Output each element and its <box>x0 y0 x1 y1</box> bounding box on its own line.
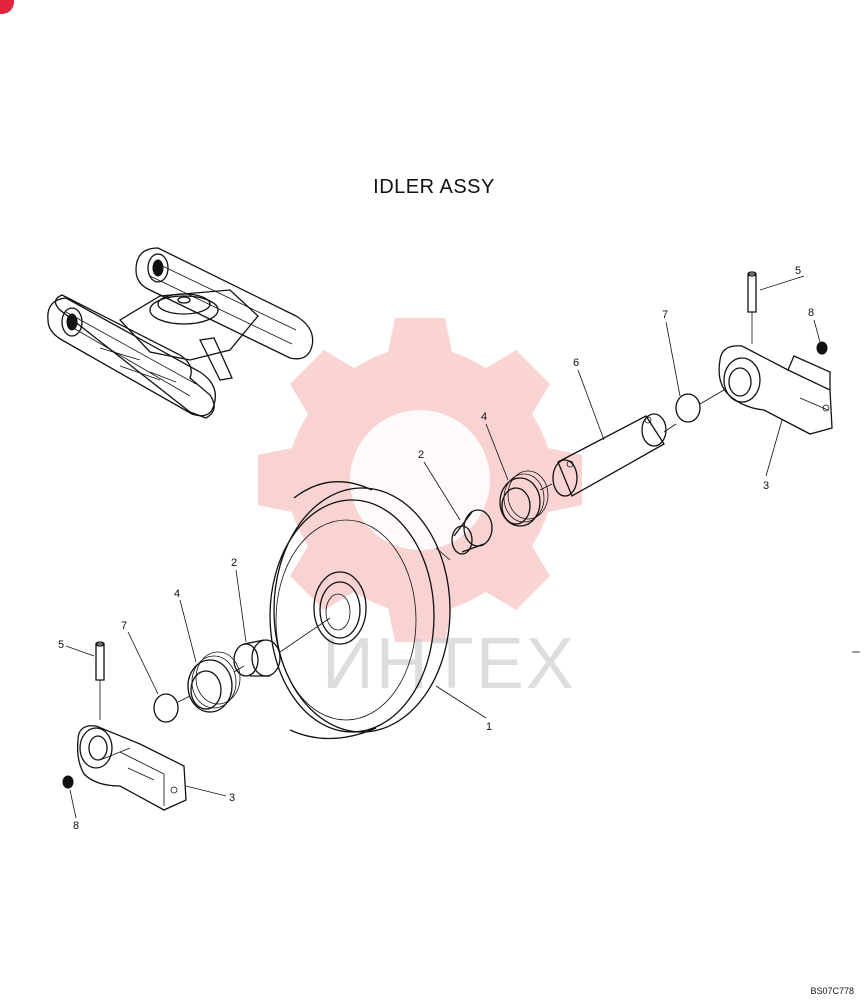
callout-7-left: 7 <box>121 620 127 632</box>
callout-2-left: 2 <box>231 557 237 569</box>
callout-4-left: 4 <box>174 588 180 600</box>
bushing-part-2-right <box>451 509 493 555</box>
callout-3-left: 3 <box>229 792 235 804</box>
support-bracket-part-3-right <box>718 345 833 435</box>
shaft-part-6 <box>552 413 667 497</box>
plug-part-8-left <box>62 775 74 789</box>
callout-5-left: 5 <box>58 639 64 651</box>
callout-6: 6 <box>573 357 579 369</box>
idler-wheel-part-1 <box>269 481 451 740</box>
watermark-text: ИНТЕХ <box>322 624 576 704</box>
callout-labels: 5 8 7 6 4 2 3 1 2 4 7 5 3 8 <box>58 265 814 832</box>
o-ring-part-7-right <box>675 393 701 423</box>
pin-part-5-left <box>95 641 105 681</box>
callout-2-right: 2 <box>418 449 424 461</box>
callout-7-right: 7 <box>662 309 668 321</box>
callout-3-right: 3 <box>763 480 769 492</box>
callout-5-right: 5 <box>795 265 801 277</box>
plug-part-8-right <box>816 341 828 355</box>
diagram-title: IDLER ASSY <box>373 176 495 198</box>
support-bracket-part-3-left <box>76 725 187 811</box>
floating-seal-part-4-left <box>187 651 241 713</box>
assembly-centerlines <box>99 312 753 761</box>
drawing-code: BS07C778 <box>810 986 854 996</box>
callout-1: 1 <box>486 721 492 733</box>
undercarriage-overview-image <box>47 247 314 419</box>
callout-8-left: 8 <box>73 820 79 832</box>
callout-8-right: 8 <box>808 307 814 319</box>
bushing-part-2-left <box>233 639 281 677</box>
o-ring-part-7-left <box>153 693 179 723</box>
floating-seal-part-4-right <box>499 470 549 527</box>
pin-part-5-right <box>747 271 757 313</box>
leader-lines <box>65 275 821 819</box>
callout-4-right: 4 <box>481 411 487 423</box>
watermark-gear-icon <box>258 318 582 642</box>
